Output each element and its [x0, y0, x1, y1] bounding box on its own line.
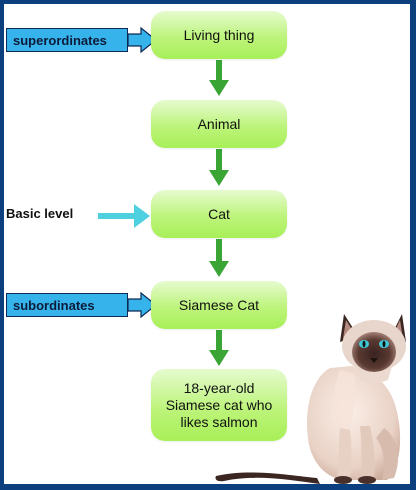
arrow-living-to-animal [209, 60, 229, 96]
node-label: Siamese Cat [178, 296, 260, 313]
arrow-siamese-to-specific [209, 330, 229, 366]
node-animal: Animal [151, 100, 287, 148]
arrow-cat-to-siamese [209, 239, 229, 277]
node-label: Cat [208, 205, 230, 222]
node-label: Living thing [183, 26, 255, 43]
flow-arrows [98, 26, 229, 366]
diagram-canvas: Living thing Animal Cat Siamese Cat 18-y… [4, 4, 410, 484]
node-label: Animal [197, 115, 241, 132]
node-living-thing: Living thing [151, 11, 287, 59]
arrow-animal-to-cat [209, 149, 229, 186]
node-label: 18-year-old Siamese cat who likes salmon [165, 379, 273, 430]
node-siamese-cat: Siamese Cat [151, 281, 287, 329]
basic-level-label: Basic level [6, 206, 74, 221]
subordinates-pointer [127, 291, 157, 319]
siamese-cat-illustration [212, 308, 410, 484]
superordinates-pointer [127, 26, 157, 54]
node-specific-cat: 18-year-old Siamese cat who likes salmon [151, 369, 287, 441]
subordinates-label: subordinates [6, 293, 128, 317]
basic-level-pointer [98, 204, 150, 228]
node-cat: Cat [151, 190, 287, 238]
superordinates-label: superordinates [6, 28, 128, 52]
